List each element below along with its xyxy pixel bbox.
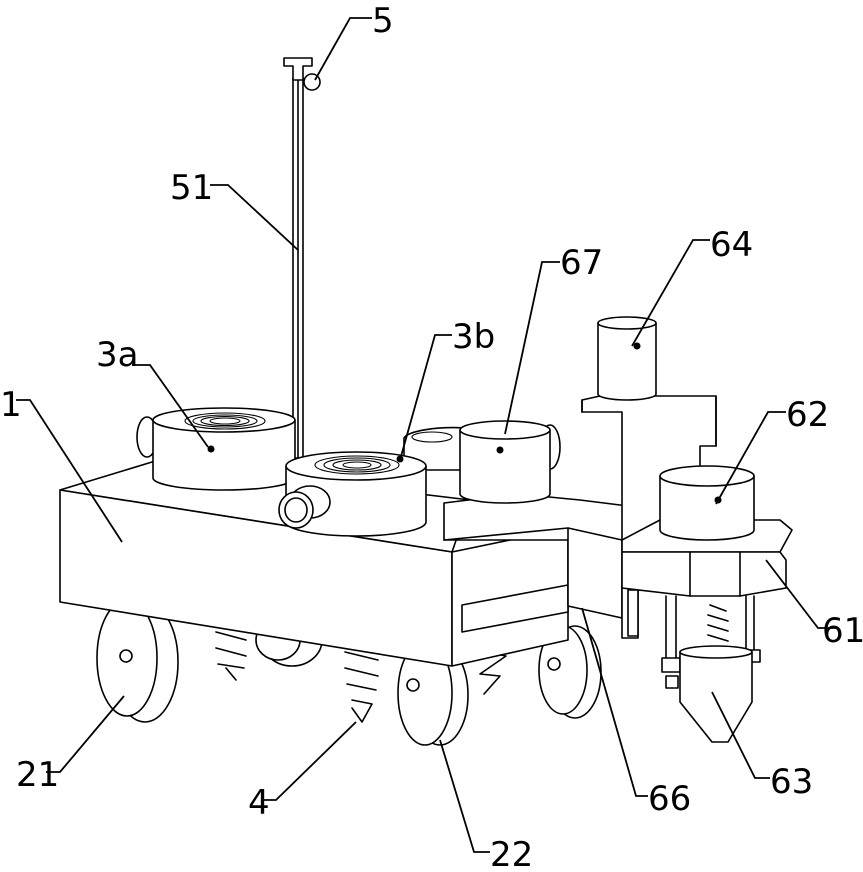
cylinder-67 <box>460 421 560 503</box>
label-51: 51 <box>170 168 213 208</box>
pole-assembly <box>284 58 320 458</box>
cylinder-64 <box>598 317 656 400</box>
label-3b: 3b <box>452 317 495 357</box>
cylinder-62 <box>660 466 754 540</box>
label-63: 63 <box>770 762 813 802</box>
label-4: 4 <box>248 783 270 823</box>
coil-cylinder-3b <box>279 452 426 536</box>
label-61: 61 <box>822 611 863 651</box>
drill-head-63 <box>662 596 760 742</box>
label-21: 21 <box>16 755 59 795</box>
label-3a: 3a <box>96 335 138 375</box>
label-5: 5 <box>372 1 394 41</box>
label-22: 22 <box>490 835 533 872</box>
coil-cylinder-3a <box>137 408 295 490</box>
label-66: 66 <box>648 779 691 819</box>
label-62: 62 <box>786 395 829 435</box>
label-67: 67 <box>560 243 603 283</box>
label-1: 1 <box>0 385 22 425</box>
label-64: 64 <box>710 225 753 265</box>
